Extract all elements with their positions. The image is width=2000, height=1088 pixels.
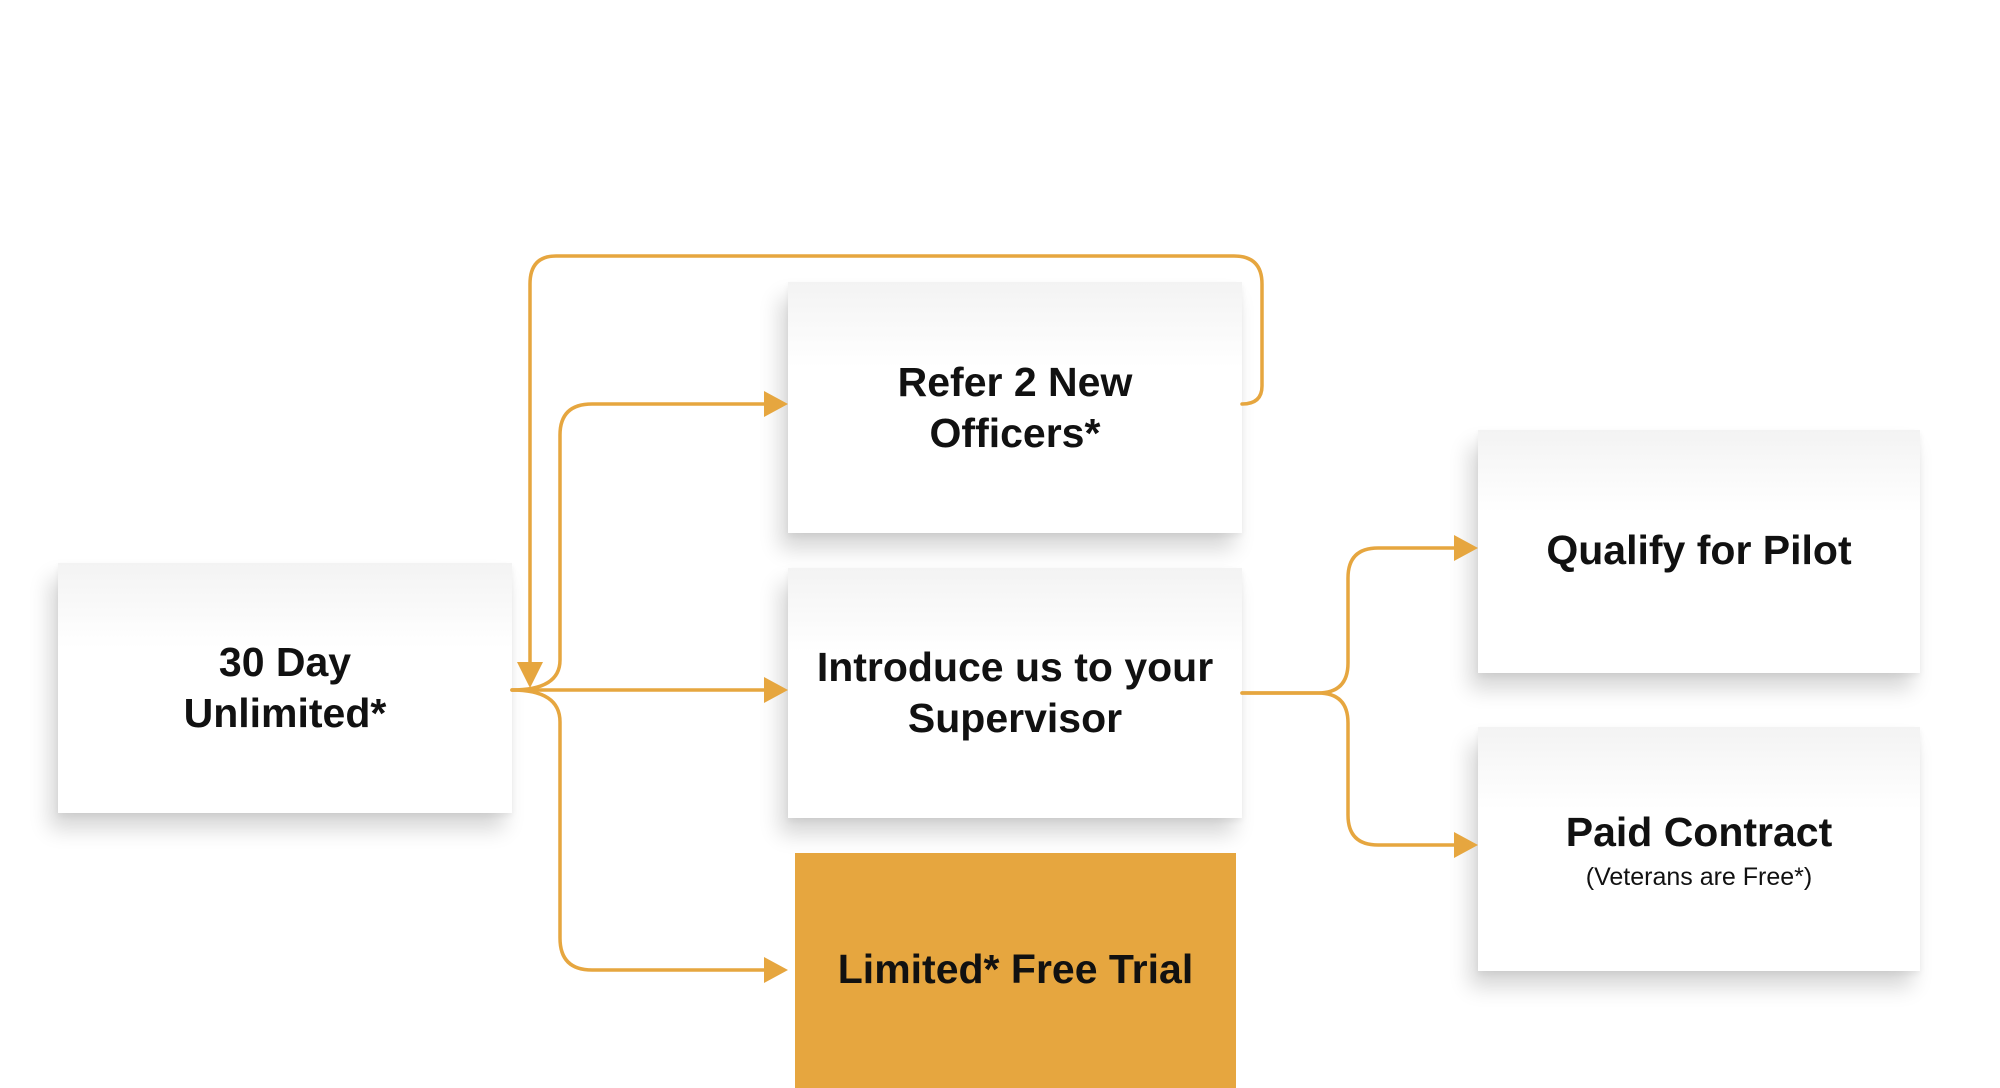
node-30-day-unlimited: 30 Day Unlimited* xyxy=(58,563,512,813)
arrowhead-to-qualify xyxy=(1454,535,1478,561)
node-paid-contract-title: Paid Contract xyxy=(1565,808,1833,855)
node-paid-contract-subtitle: (Veterans are Free*) xyxy=(1585,862,1813,891)
arrowhead-to-limited xyxy=(764,957,788,983)
node-30-day-unlimited-line1: 30 Day xyxy=(218,639,352,685)
node-limited-free-trial-title: Limited* Free Trial xyxy=(837,946,1194,992)
node-limited-free-trial: Limited* Free Trial xyxy=(795,853,1236,1088)
node-refer-new-officers-line1: Refer 2 New xyxy=(897,358,1133,405)
edge-intro-to-paid xyxy=(1240,691,1460,847)
edge-intro-to-qualify xyxy=(1240,546,1460,695)
node-introduce-supervisor-line2: Supervisor xyxy=(907,695,1123,741)
edge-start-to-limited xyxy=(510,688,770,972)
arrowhead-to-paid xyxy=(1454,832,1478,858)
arrowhead-to-refer xyxy=(764,391,788,417)
node-qualify-for-pilot-title: Qualify for Pilot xyxy=(1546,527,1852,573)
arrowhead-to-intro xyxy=(764,677,788,703)
edge-start-to-refer xyxy=(510,402,770,692)
node-30-day-unlimited-line2: Unlimited* xyxy=(183,690,387,736)
arrowhead-loop-down xyxy=(517,662,543,688)
node-paid-contract: Paid Contract (Veterans are Free*) xyxy=(1478,727,1920,971)
node-refer-new-officers-line2: Officers* xyxy=(929,409,1101,456)
node-refer-new-officers: Refer 2 New Officers* xyxy=(788,282,1242,533)
node-introduce-supervisor: Introduce us to your Supervisor xyxy=(788,568,1242,818)
node-introduce-supervisor-line1: Introduce us to your xyxy=(816,644,1214,690)
node-qualify-for-pilot: Qualify for Pilot xyxy=(1478,430,1920,673)
